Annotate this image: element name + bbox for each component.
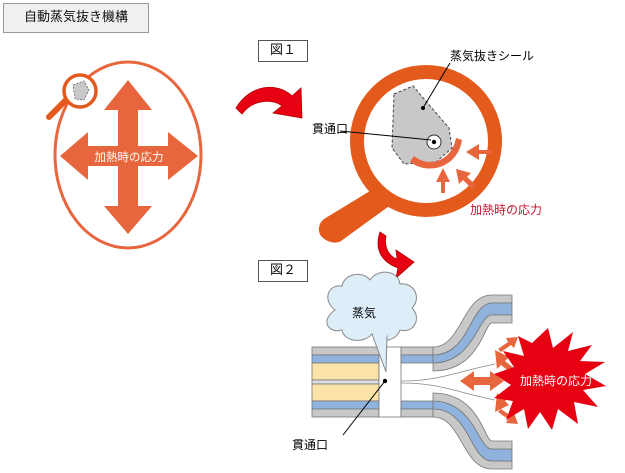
seal-stress-arc [410, 138, 462, 169]
steam-cloud [326, 271, 417, 373]
small-magnifier-icon [46, 73, 98, 120]
seal-label: 蒸気抜きシール [450, 48, 534, 63]
left-stress-label: 加熱時の応力 [95, 150, 164, 164]
stress-arrow-2 [456, 169, 476, 189]
figure1-label: 図１ [258, 40, 308, 62]
figure2-label: 図２ [258, 260, 308, 282]
figure1-stress-label: 加熱時の応力 [470, 203, 542, 217]
figure1-hole-label: 貫通口 [312, 122, 348, 136]
stress-arrow-3 [436, 168, 450, 193]
figure2-hole-label: 貫通口 [292, 438, 328, 452]
figure1-magnifier [318, 62, 502, 243]
curved-arrow-to-figure2 [377, 231, 415, 280]
steam-label: 蒸気 [352, 305, 376, 320]
stress-arrow-horizontal [460, 371, 504, 391]
left-package-view [46, 60, 203, 250]
figure2-film-cross-section [311, 294, 513, 470]
stress-arrow-small-up [498, 337, 518, 352]
four-way-stress-arrow [60, 80, 198, 234]
diagram-title: 自動蒸気抜き機構 [3, 3, 149, 33]
figure2-stress-label: 加熱時の応力 [520, 374, 592, 388]
curved-arrow-to-figure1 [235, 86, 303, 119]
stress-arrow-diagonal-up [495, 350, 515, 373]
stress-arrow-1 [466, 144, 491, 160]
stress-starburst [494, 328, 606, 430]
